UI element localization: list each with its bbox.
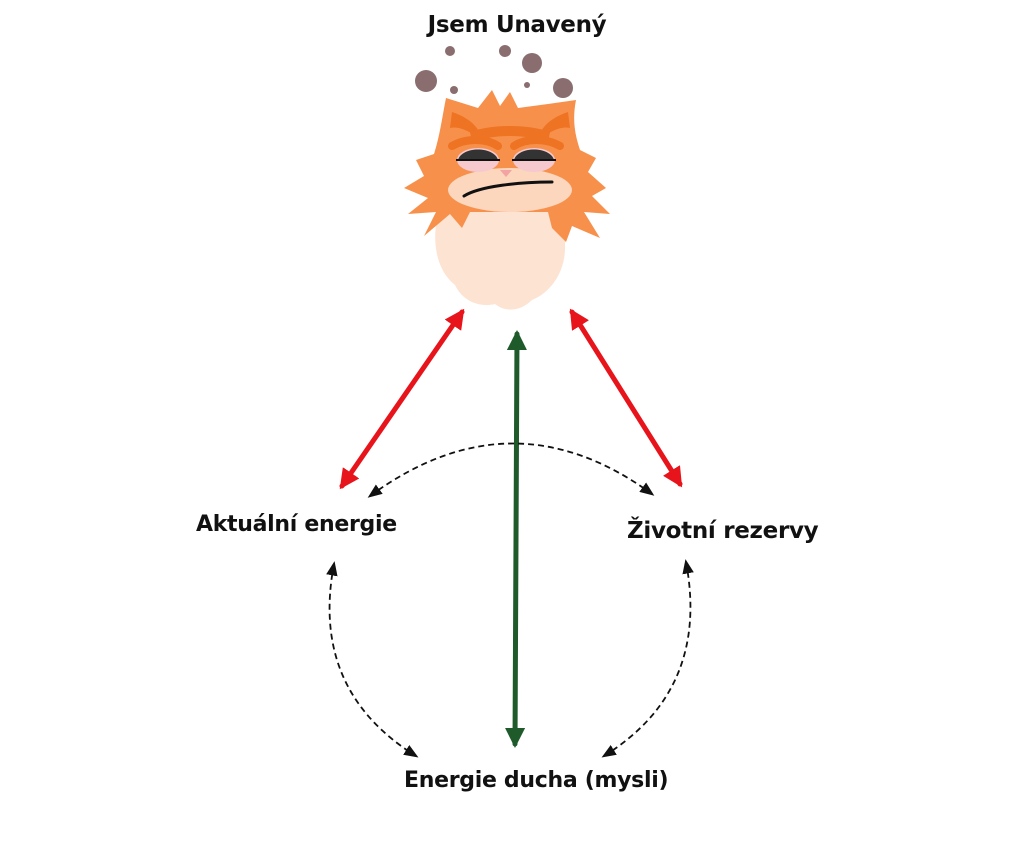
red-arrow-right [569, 308, 683, 488]
node-spirit-energy: Energie ducha (mysli) [404, 768, 669, 793]
node-current-energy: Aktuální energie [196, 512, 397, 537]
tired-cat-icon [404, 45, 610, 310]
diagram-title: Jsem Unavený [427, 12, 607, 38]
dashed-arrow-left [326, 561, 419, 758]
green-arrow-vertical [505, 330, 527, 748]
dashed-arrow-right [601, 559, 694, 758]
dashed-arrow-top [367, 442, 655, 498]
red-arrow-left [339, 308, 465, 490]
node-life-reserves: Životní rezervy [627, 518, 819, 544]
